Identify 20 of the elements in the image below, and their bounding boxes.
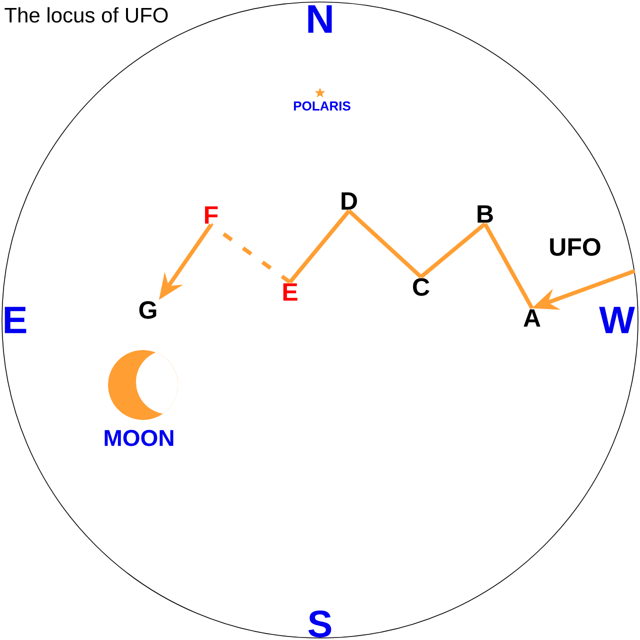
compass-letter: W: [599, 306, 635, 334]
title: The locus of UFO: [4, 7, 168, 23]
point-label: E: [283, 283, 298, 301]
path-line: [420, 222, 486, 278]
star-label: POLARIS: [294, 101, 350, 111]
point-label: G: [139, 301, 156, 319]
point-label: A: [524, 309, 540, 327]
moon-label: MOON: [104, 430, 174, 446]
point-label: UFO: [550, 238, 600, 256]
path-line: [210, 223, 292, 284]
point-label: B: [478, 205, 493, 223]
compass-letter: E: [4, 306, 26, 334]
compass-letter: S: [308, 610, 332, 638]
path-line: [483, 222, 534, 310]
point-label: D: [342, 192, 357, 210]
point-label: C: [413, 278, 430, 296]
path-line: [288, 210, 351, 284]
point-label: F: [205, 206, 218, 224]
compass-letter: N: [308, 5, 332, 33]
path-line: [348, 209, 422, 278]
